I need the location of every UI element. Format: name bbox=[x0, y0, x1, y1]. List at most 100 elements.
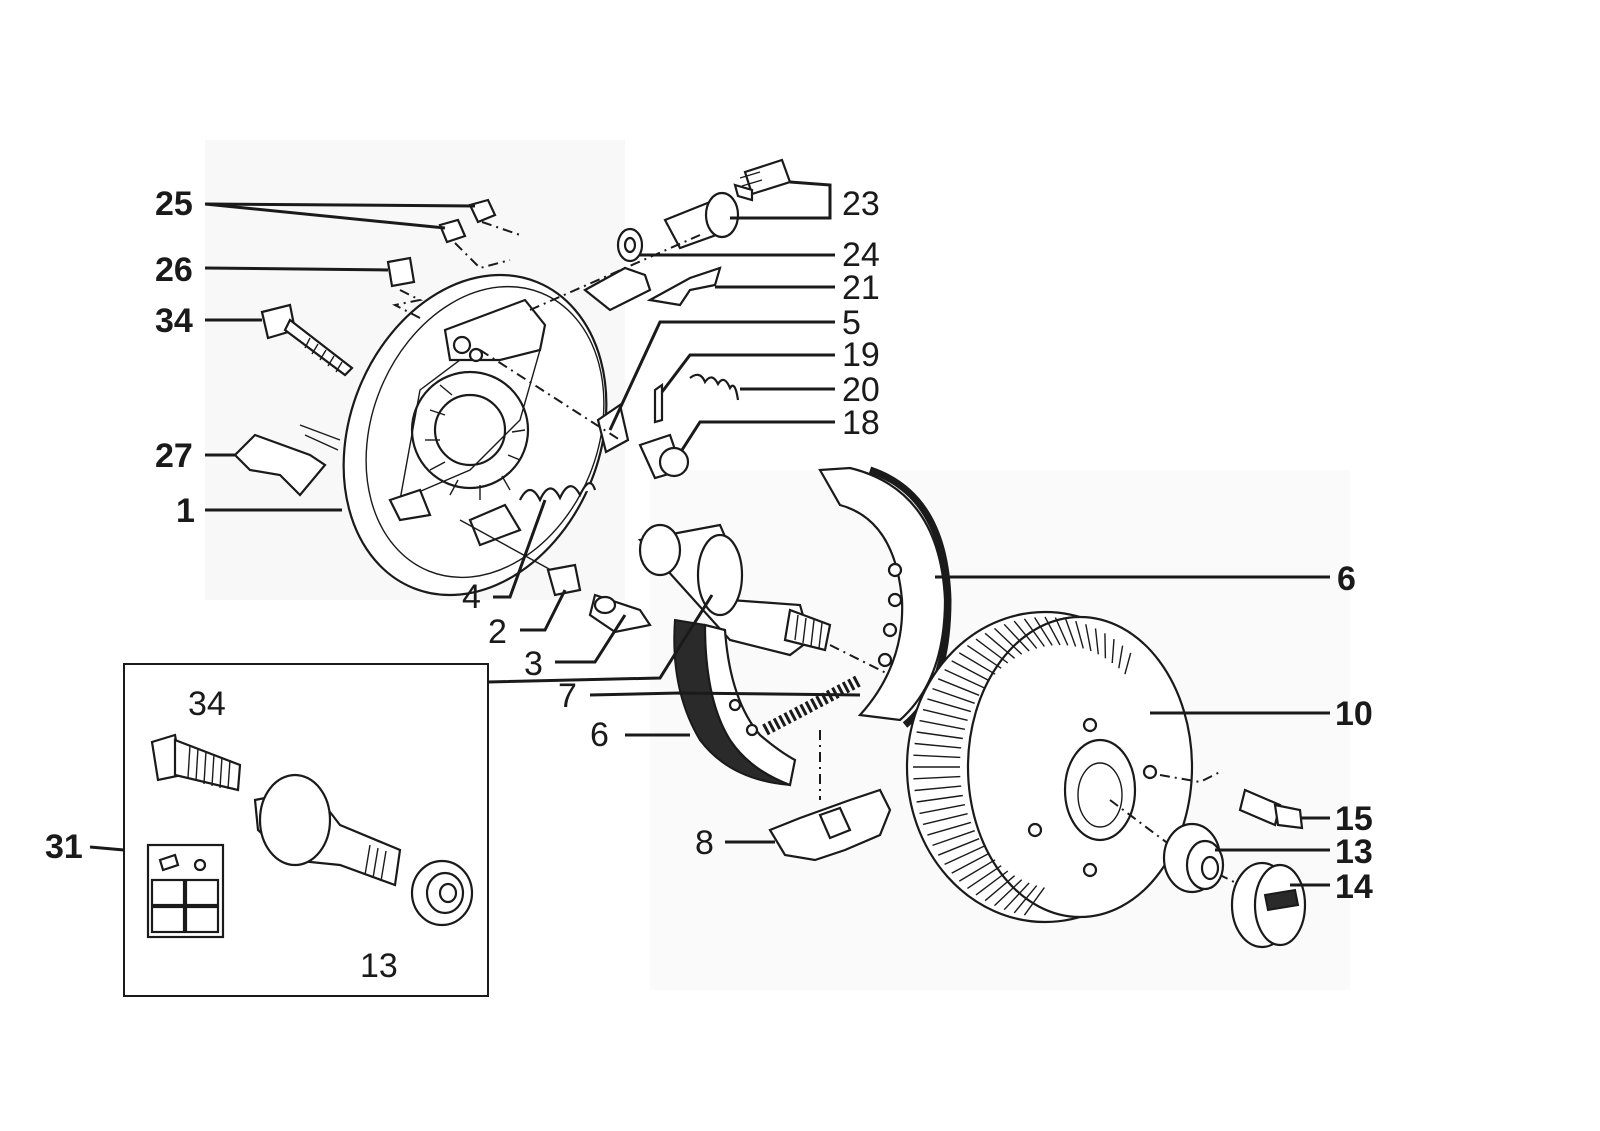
drum-fin bbox=[958, 859, 996, 882]
callout-23: 23 bbox=[842, 185, 880, 223]
callout-6-lower: 6 bbox=[590, 716, 609, 754]
callout-24: 24 bbox=[842, 236, 880, 274]
drum-fin bbox=[913, 754, 961, 759]
drum-fin bbox=[967, 645, 1002, 669]
inset-nut-13 bbox=[410, 859, 474, 927]
drum-fin bbox=[975, 638, 1009, 664]
bolt-25 bbox=[438, 198, 521, 270]
drum-fin bbox=[922, 708, 968, 721]
drum-fin bbox=[1034, 617, 1053, 646]
callout-27: 27 bbox=[155, 437, 193, 475]
drum-fin bbox=[994, 627, 1023, 655]
drum-fin bbox=[951, 660, 990, 682]
drum-fin bbox=[919, 804, 966, 815]
drum-fin bbox=[958, 652, 996, 675]
backing-plate bbox=[342, 273, 608, 597]
drum-fin bbox=[922, 813, 968, 826]
drum-fin bbox=[1064, 618, 1077, 647]
adjuster-8-body bbox=[818, 806, 852, 840]
callout-18: 18 bbox=[842, 404, 880, 442]
drum-fin bbox=[914, 785, 962, 792]
leader-lines bbox=[89, 180, 1330, 887]
drum-fin bbox=[913, 775, 961, 780]
callout-2: 2 bbox=[488, 613, 507, 651]
drum-fin bbox=[1111, 639, 1115, 664]
drum-fin bbox=[1044, 616, 1061, 646]
drum-fin bbox=[951, 852, 990, 874]
drum-fin bbox=[1124, 652, 1132, 675]
axis-line bbox=[479, 349, 621, 441]
drum-fin bbox=[1013, 885, 1038, 914]
drum-fin bbox=[916, 794, 963, 803]
drum-fin bbox=[1003, 623, 1030, 652]
drum-fin bbox=[1023, 887, 1045, 916]
drum-fin bbox=[914, 742, 962, 749]
bracket-27-wires bbox=[299, 424, 341, 451]
drum-fin bbox=[1075, 620, 1084, 649]
axis-line bbox=[529, 234, 701, 311]
stud-34 bbox=[260, 303, 354, 377]
callout-19: 19 bbox=[842, 336, 880, 374]
drum-fin bbox=[967, 865, 1002, 889]
drum-fin bbox=[916, 731, 963, 740]
callout-26: 26 bbox=[155, 251, 193, 289]
lever-5 bbox=[596, 403, 630, 454]
pin-18-head bbox=[658, 446, 690, 478]
drum-fin bbox=[927, 821, 972, 836]
callout-15: 15 bbox=[1335, 800, 1373, 838]
drum-fin bbox=[919, 719, 966, 730]
callout-31: 31 bbox=[45, 828, 83, 866]
drum-fin bbox=[1054, 617, 1069, 646]
callout-34: 34 bbox=[155, 302, 193, 340]
nut-13 bbox=[1162, 822, 1225, 894]
drum-fin bbox=[932, 830, 975, 847]
drum-fin bbox=[937, 838, 980, 856]
callout-25: 25 bbox=[155, 185, 193, 223]
clip-26 bbox=[386, 256, 416, 288]
link-21 bbox=[646, 266, 722, 307]
callout-13-inset: 13 bbox=[360, 947, 398, 985]
brake-drum bbox=[905, 610, 1194, 924]
bolt-15 bbox=[1238, 788, 1304, 830]
callout-6-upper: 6 bbox=[1337, 560, 1356, 598]
drum-fin bbox=[944, 668, 985, 689]
callout-7: 7 bbox=[558, 677, 577, 715]
drum-fin bbox=[975, 870, 1009, 896]
drum-fin bbox=[927, 698, 972, 713]
pin-19 bbox=[653, 382, 664, 424]
cam-3-hole bbox=[593, 595, 617, 615]
drum-fin bbox=[1085, 624, 1092, 652]
drum-fin bbox=[1118, 645, 1124, 669]
spring-20 bbox=[689, 373, 740, 401]
callout-14: 14 bbox=[1335, 868, 1373, 906]
callout-5: 5 bbox=[842, 304, 861, 342]
callout-8: 8 bbox=[695, 824, 714, 862]
drum-fin bbox=[994, 879, 1023, 907]
drum-fin bbox=[932, 687, 975, 704]
drum-fin bbox=[984, 632, 1016, 659]
drum-fin bbox=[1104, 633, 1107, 659]
callout-13: 13 bbox=[1335, 833, 1373, 871]
adjuster-23 bbox=[663, 158, 792, 250]
pin-2 bbox=[546, 563, 582, 597]
rod-2 bbox=[459, 519, 561, 576]
drum-fin bbox=[1003, 882, 1030, 911]
callout-1: 1 bbox=[176, 492, 195, 530]
spindle-7 bbox=[637, 523, 832, 657]
bracket-27 bbox=[233, 433, 327, 497]
inset-stud-34 bbox=[150, 733, 242, 792]
brake-shoe-lower bbox=[673, 618, 797, 787]
washer-24 bbox=[616, 227, 644, 263]
callout-4: 4 bbox=[462, 578, 481, 616]
drum-fin bbox=[937, 678, 980, 696]
callout-3: 3 bbox=[524, 645, 543, 683]
callout-34-inset: 34 bbox=[188, 685, 226, 723]
callout-20: 20 bbox=[842, 371, 880, 409]
drum-fin bbox=[984, 875, 1016, 902]
drum-fin bbox=[944, 845, 985, 866]
drum-fin bbox=[1013, 620, 1038, 649]
spring-4 bbox=[519, 482, 597, 503]
drum-fin bbox=[1094, 628, 1099, 655]
